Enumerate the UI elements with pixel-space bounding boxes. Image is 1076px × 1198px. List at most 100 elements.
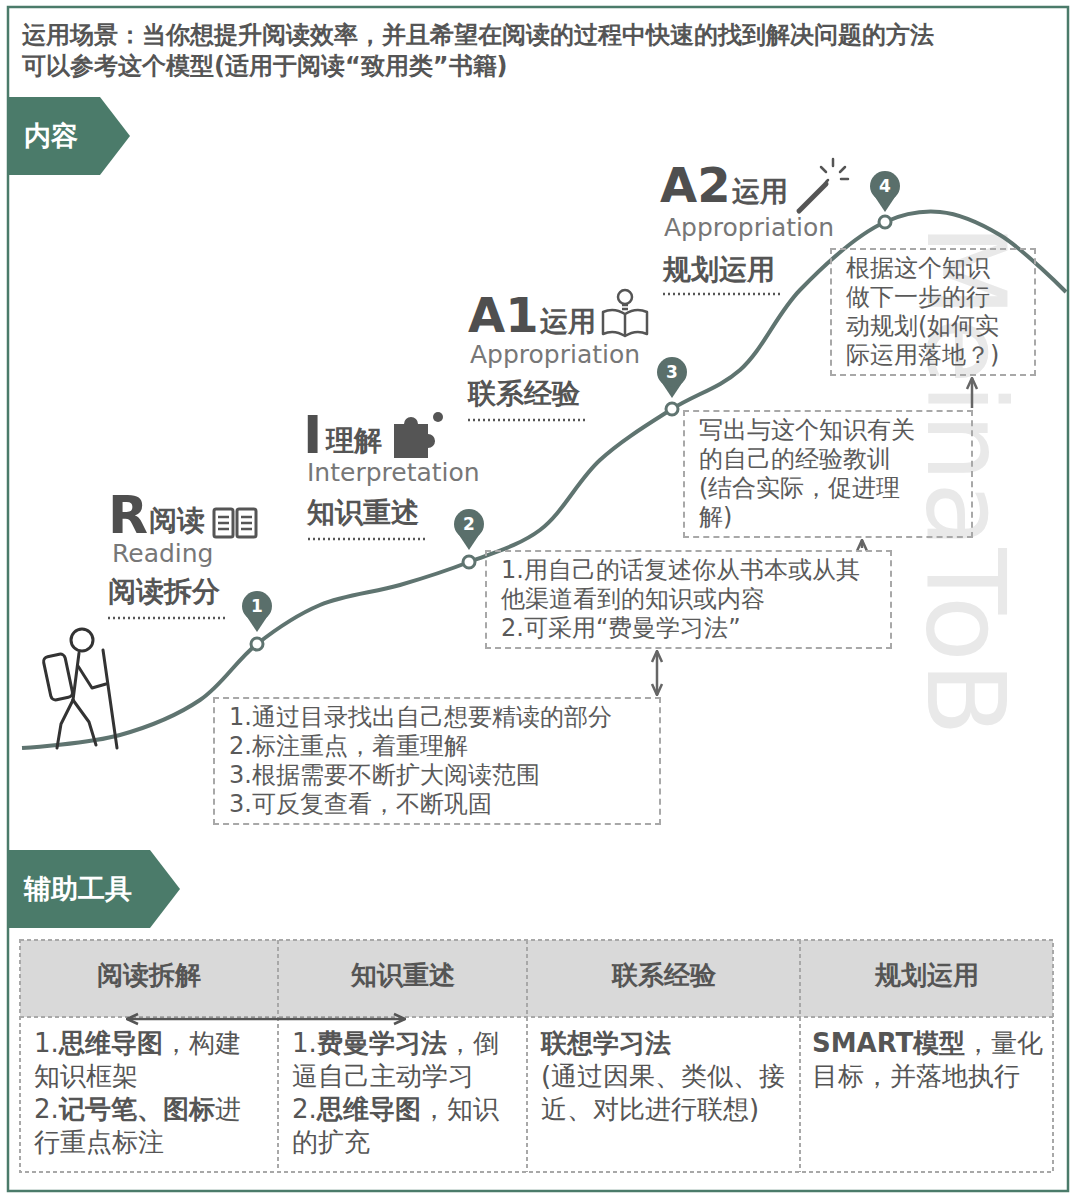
outer-frame [8, 7, 1068, 1191]
table-cell: 联想学习法(通过因果、类似、接近、对比进行联想) [541, 1027, 791, 1126]
table-cell-text: 1. [292, 1028, 317, 1058]
callout-number: 2 [463, 516, 475, 533]
intro-text: 运用场景：当你想提升阅读效率，并且希望在阅读的过程中快速的找到解决问题的方法可以… [22, 20, 947, 82]
table-item: 联想学习法 [541, 1027, 791, 1060]
curve-ring [251, 638, 263, 650]
magic-wand-icon [799, 159, 848, 211]
book-spine [624, 314, 627, 336]
light-bulb [618, 290, 632, 304]
stage-letter: I [303, 406, 322, 466]
table-cell: 1.思维导图，构建知识框架2.记号笔、图标进行重点标注 [34, 1027, 256, 1159]
tab-fill [8, 97, 130, 175]
book-icon [214, 509, 256, 537]
growth-curve [22, 212, 1066, 748]
stage-letter: R [108, 486, 148, 546]
stage-english: Interpretation [307, 459, 480, 488]
hiker-body [73, 653, 79, 700]
hiker-head [71, 629, 93, 651]
tab-fill [8, 850, 180, 928]
puzzle-piece [433, 412, 443, 422]
note-text: 2.可采用“费曼学习法” [501, 614, 876, 643]
stage-letter: A1 [468, 288, 539, 343]
step-note-box: 根据这个知识做下一步的行动规划(如何实际运用落地？) [830, 248, 1036, 376]
table-cell-text: 2. [292, 1094, 317, 1124]
table-rule [20, 1016, 1053, 1018]
note-text: 3.根据需要不断扩大阅读范围 [229, 761, 645, 790]
dotted-underline [108, 617, 226, 620]
table-cell: 1.费曼学习法，倒逼自己主动学习2.思维导图，知识的扩充 [292, 1027, 514, 1159]
note-text: 1.通过目录找出自己想要精读的部分 [229, 703, 645, 732]
sparkles [821, 159, 848, 182]
step-note-box: 1.通过目录找出自己想要精读的部分2.标注重点，着重理解3.根据需要不断扩大阅读… [213, 697, 661, 825]
table-border [20, 940, 1053, 1172]
table-item: (通过因果、类似、接近、对比进行联想) [541, 1060, 791, 1126]
flow-arrow [861, 540, 864, 548]
step-note-box: 1.用自己的话复述你从书本或从其他渠道看到的知识或内容2.可采用“费曼学习法” [485, 550, 892, 649]
pin-head [657, 357, 687, 387]
note-text: 2.标注重点，着重理解 [229, 732, 645, 761]
hiker-figure [43, 629, 117, 748]
step-note-box: 写出与这个知识有关的自己的经验教训(结合实际，促进理解) [683, 410, 973, 538]
table-rule [799, 940, 801, 1172]
section-tab: 内容 [8, 97, 130, 175]
open-book [603, 310, 647, 336]
curve-ring [666, 403, 678, 415]
table-header: 规划运用 [800, 961, 1053, 991]
table-cell-text: 思维导图 [317, 1094, 421, 1124]
trekking-pole [103, 650, 117, 748]
table-item: 2.思维导图，知识的扩充 [292, 1093, 514, 1159]
table-item: 2.记号笔、图标进行重点标注 [34, 1093, 256, 1159]
stage-name: 理解 [326, 425, 382, 457]
double-arrow [127, 1018, 405, 1021]
stage-task: 阅读拆分 [108, 576, 220, 608]
stage-letter: A2 [660, 158, 731, 213]
callout-number: 1 [251, 598, 263, 615]
table-item: 1.思维导图，构建知识框架 [34, 1027, 256, 1093]
table-cell-text: (通过因果、类似、接近、对比进行联想) [541, 1061, 785, 1124]
hiker-leg [57, 700, 73, 748]
note-text: 3.可反复查看，不断巩固 [229, 790, 645, 819]
table-item: 1.费曼学习法，倒逼自己主动学习 [292, 1027, 514, 1093]
table-cell-text: 联想学习法 [541, 1028, 671, 1058]
stage-task: 规划运用 [663, 254, 775, 286]
dotted-underline [468, 419, 586, 422]
pin-head [242, 591, 272, 621]
table-item: SMART模型，量化目标，并落地执行 [812, 1027, 1050, 1093]
tab-text: 内容 [24, 118, 78, 154]
stage-task: 知识重述 [307, 497, 419, 529]
tab-text: 辅助工具 [24, 871, 132, 907]
table-cell-text: 费曼学习法 [317, 1028, 447, 1058]
step-pin [454, 509, 484, 568]
table-cell-text: SMART模型 [812, 1028, 965, 1058]
table-header-band [20, 940, 1053, 1017]
stage-english: Appropriation [664, 214, 834, 243]
step-pin [657, 357, 687, 415]
stage-english: Reading [112, 540, 213, 569]
table-header: 联系经验 [527, 961, 800, 991]
step-pin [242, 591, 272, 650]
pin-head [870, 171, 900, 201]
flow-arrow [971, 378, 974, 408]
stage-english: Appropriation [470, 341, 640, 370]
puzzle-icon [394, 417, 435, 458]
table-cell: SMART模型，量化目标，并落地执行 [812, 1027, 1050, 1093]
hiker-arm [78, 666, 106, 688]
curve-ring [463, 556, 475, 568]
step-pin [870, 171, 900, 228]
callout-number: 4 [879, 178, 891, 195]
note-text: (结合实际，促进理解) [699, 474, 924, 532]
note-text: 1.用自己的话复述你从书本或从其他渠道看到的知识或内容 [501, 556, 876, 614]
section-tab: 辅助工具 [8, 850, 180, 928]
book-lines [218, 517, 252, 529]
wand [799, 184, 826, 211]
note-text: 写出与这个知识有关的自己的经验教训 [699, 416, 924, 474]
callout-number: 3 [666, 364, 678, 381]
table-header: 知识重述 [278, 961, 527, 991]
table-grid [20, 940, 1053, 1172]
stage-name: 阅读 [149, 505, 205, 537]
dotted-underline [308, 538, 426, 541]
bulb-base [622, 305, 628, 309]
curve-ring [879, 216, 891, 228]
table-cell-text: 记号笔、图标 [59, 1094, 215, 1124]
